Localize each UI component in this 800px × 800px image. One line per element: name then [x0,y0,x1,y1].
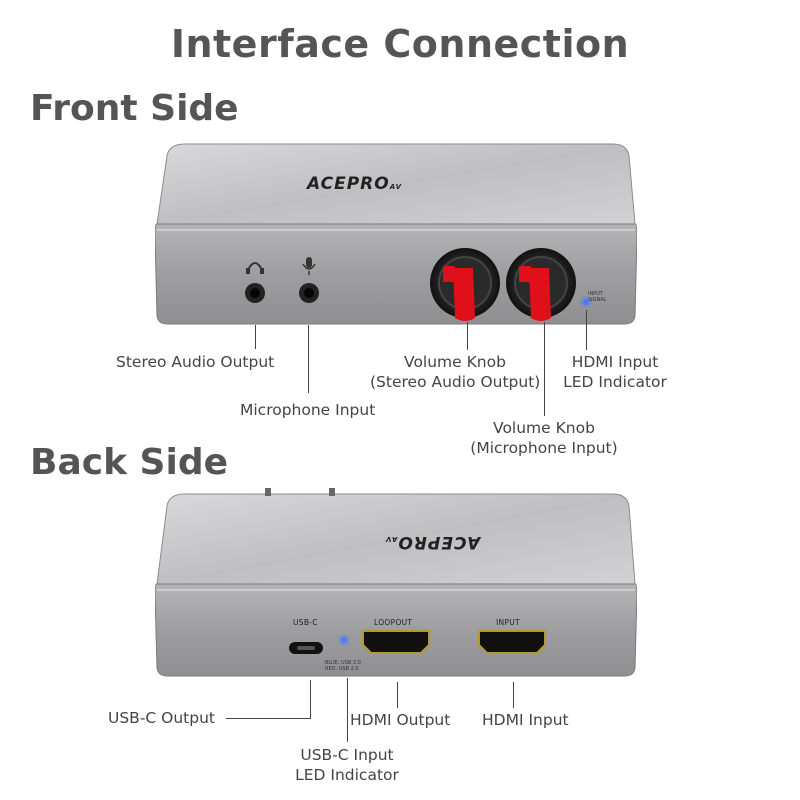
callout-line-hdmi-led [586,310,588,350]
callout-line-mic [308,325,310,393]
callout-hdmi-input: HDMI Input [482,711,569,729]
callout-hdmi-output: HDMI Output [350,711,451,729]
callout-line-vol-mic [544,322,546,416]
back-brand-logo: ACEPROAV [385,532,481,552]
callout-microphone-input: Microphone Input [240,401,376,419]
callout-line-vol-stereo [467,322,469,350]
callout-line-stereo [255,325,257,349]
callout-volume-knob-mic: Volume Knob(Microphone Input) [470,419,618,457]
port-label-input: INPUT [496,618,520,627]
back-side-heading: Back Side [30,442,228,483]
back-device-image: ACEPROAV USB-C LOOPOUT INPUT BLUE: USB 3… [155,488,637,680]
callout-line-hdmi-out [397,682,399,708]
callout-line-usbc-h [226,718,311,720]
port-label-usbc: USB-C [293,618,318,627]
front-side-heading: Front Side [30,88,239,129]
callout-usbc-output: USB-C Output [108,709,216,727]
callout-line-usbc [310,680,312,718]
front-brand-logo: ACEPROAV [307,174,403,194]
callout-line-usbc-led [347,678,349,742]
callout-stereo-audio-output: Stereo Audio Output [116,353,275,371]
callout-volume-knob-stereo: Volume Knob(Stereo Audio Output) [370,353,541,391]
callout-line-hdmi-in [513,682,515,708]
port-label-loopout: LOOPOUT [374,618,413,627]
page-title: Interface Connection [170,22,630,66]
